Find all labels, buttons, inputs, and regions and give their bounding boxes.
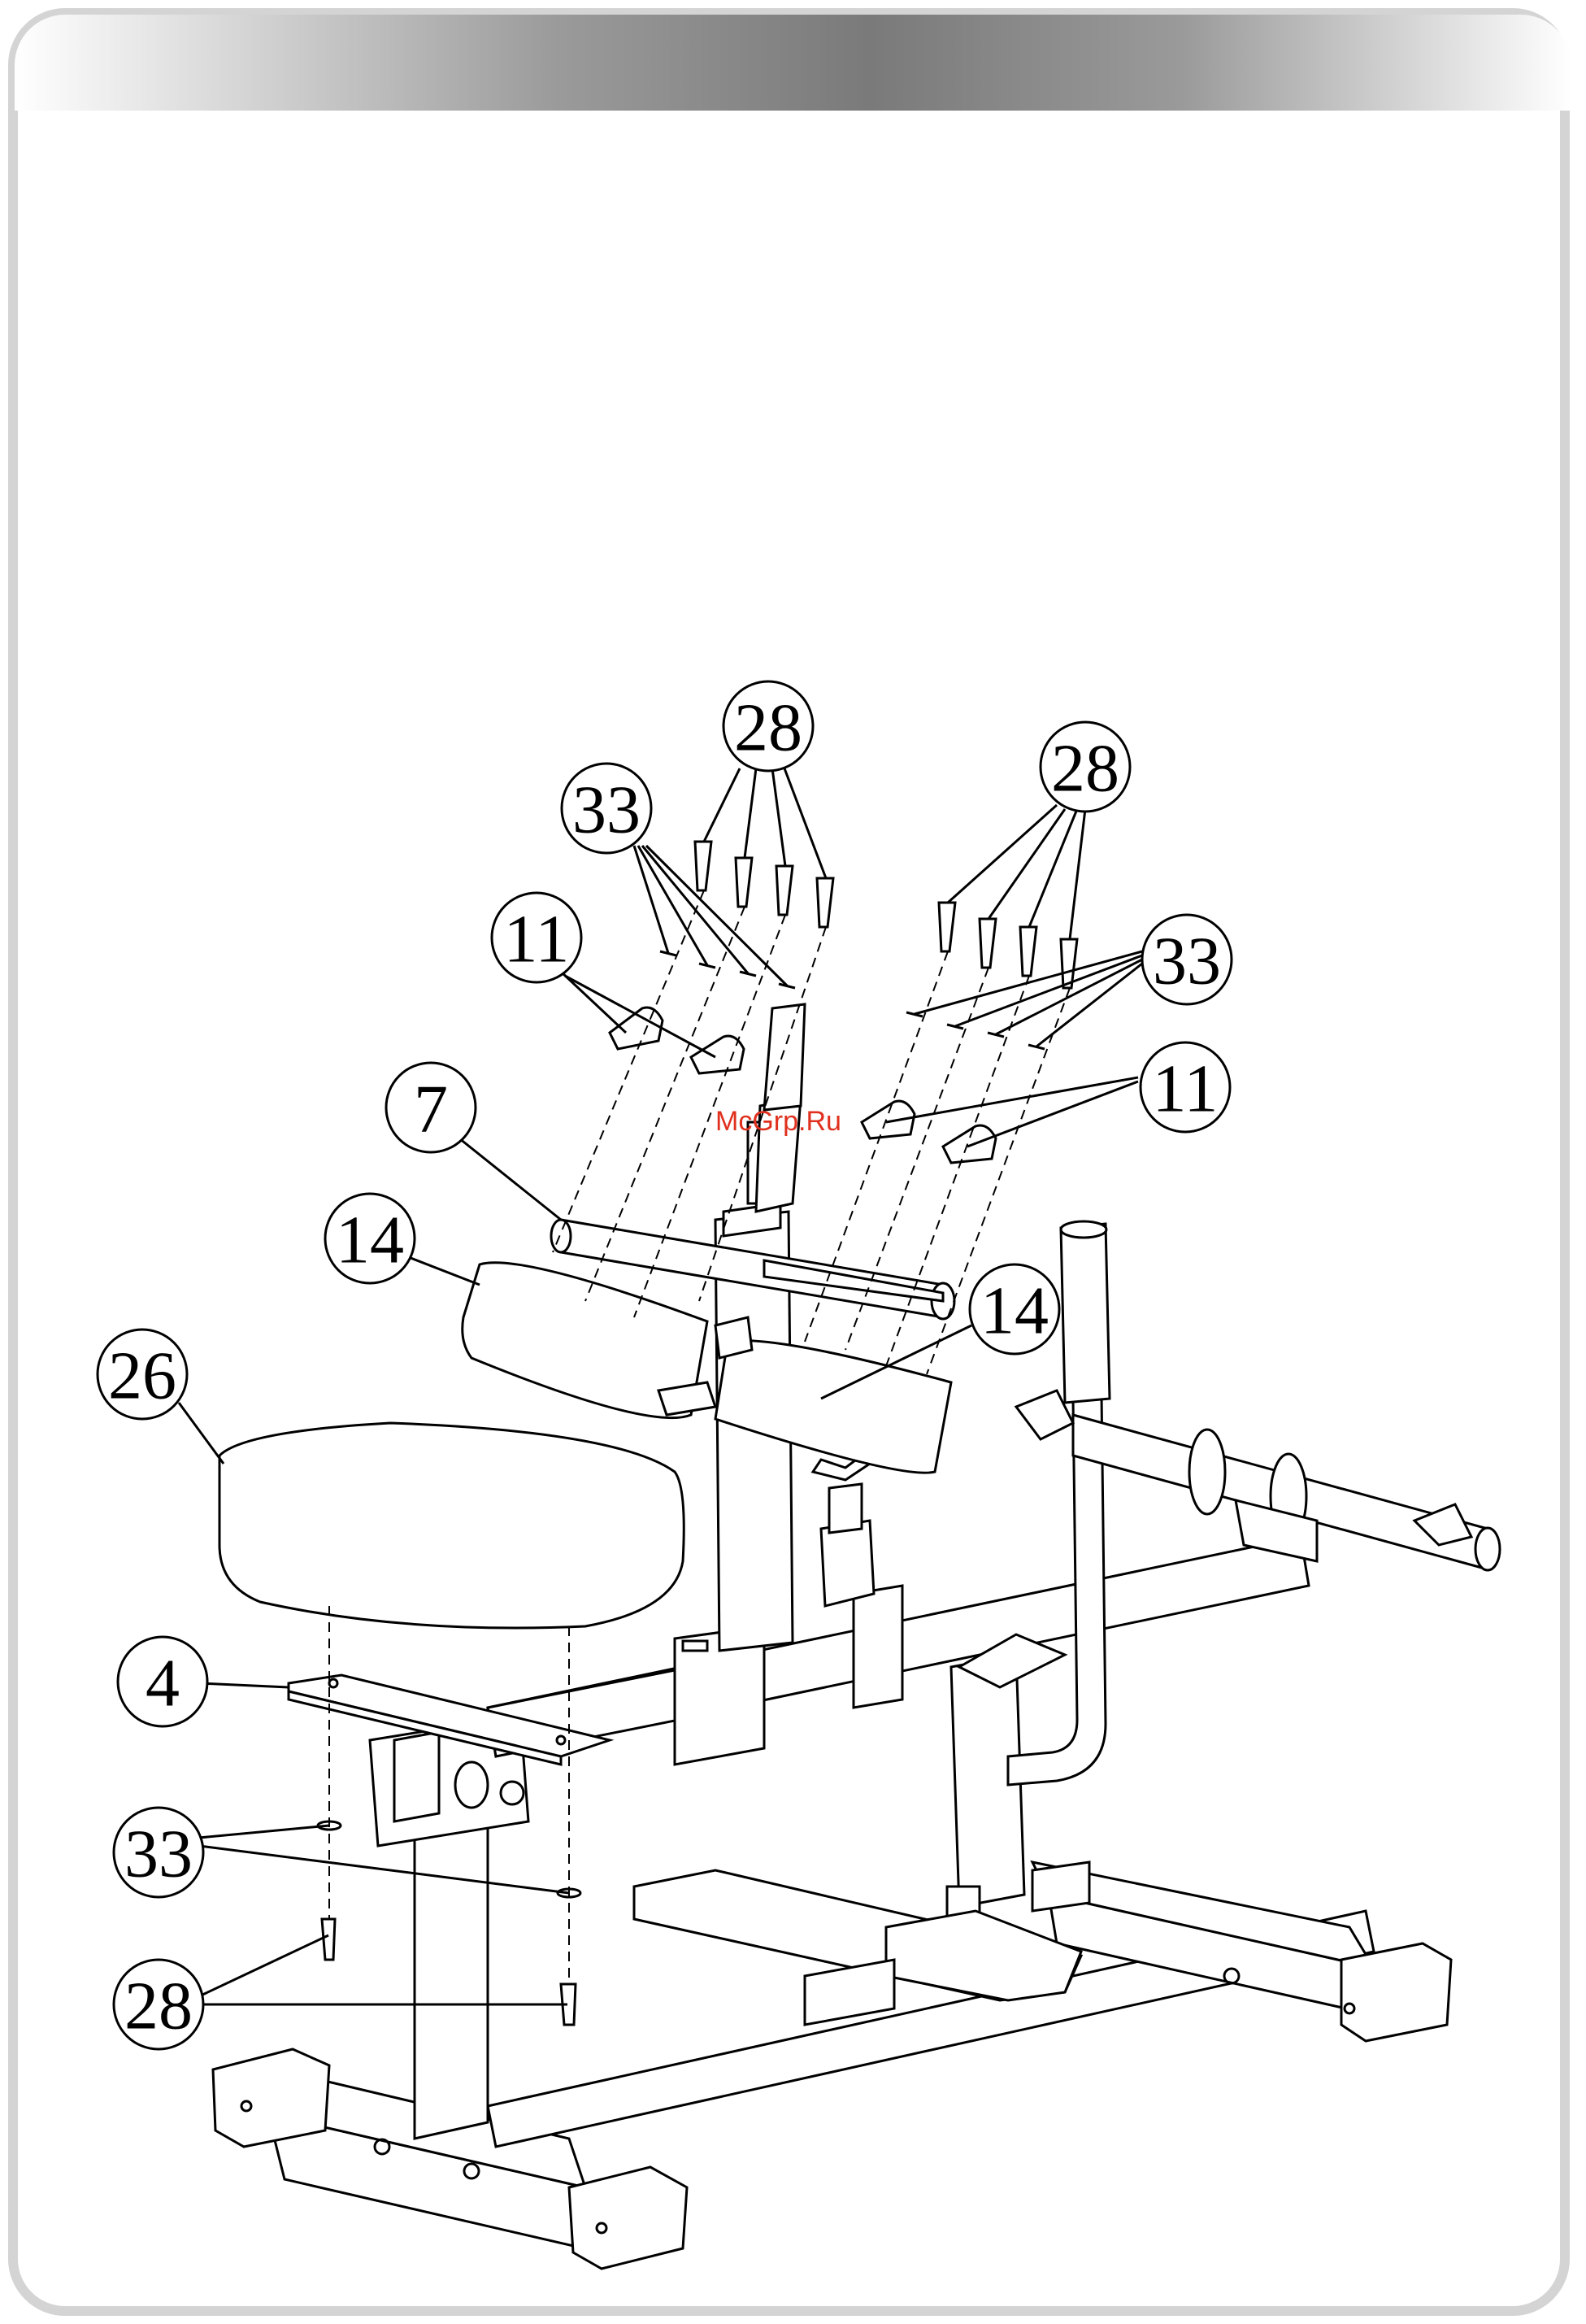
svg-text:7: 7 — [414, 1072, 448, 1147]
seat-post — [370, 1716, 528, 2139]
seat-pad — [219, 1423, 684, 1628]
callout-14-right: 14 — [970, 1264, 1059, 1354]
callout-33-upper-right: 33 — [1142, 915, 1232, 1004]
callout-4: 4 — [118, 1637, 207, 1726]
callout-28-top-left: 28 — [723, 681, 813, 771]
svg-text:11: 11 — [1153, 1051, 1219, 1127]
end-cap-front-left — [213, 2049, 329, 2147]
svg-text:28: 28 — [1051, 731, 1119, 807]
pop-pin-knob — [813, 1456, 874, 1606]
svg-text:4: 4 — [146, 1646, 180, 1721]
callout-7: 7 — [386, 1063, 476, 1152]
callout-28-top-right: 28 — [1041, 722, 1130, 812]
callout-28-lower: 28 — [114, 1960, 203, 2049]
callout-33-upper-left: 33 — [562, 764, 651, 853]
svg-text:11: 11 — [504, 902, 570, 977]
end-cap-front-right — [569, 2167, 687, 2269]
svg-text:28: 28 — [734, 690, 802, 766]
svg-text:33: 33 — [1153, 924, 1221, 999]
svg-text:26: 26 — [108, 1338, 176, 1414]
callout-11-left: 11 — [492, 893, 581, 982]
svg-text:28: 28 — [124, 1969, 193, 2044]
svg-text:14: 14 — [336, 1203, 404, 1278]
callout-14-left: 14 — [325, 1194, 415, 1283]
callout-11-right: 11 — [1141, 1042, 1230, 1132]
callout-33-lower: 33 — [114, 1808, 203, 1897]
watermark-text: McGrp.Ru — [715, 1106, 841, 1137]
svg-text:14: 14 — [980, 1273, 1049, 1349]
end-cap-rear-right — [1341, 1943, 1451, 2041]
svg-text:33: 33 — [124, 1817, 193, 1892]
callout-26: 26 — [98, 1330, 187, 1419]
svg-text:33: 33 — [572, 772, 641, 848]
